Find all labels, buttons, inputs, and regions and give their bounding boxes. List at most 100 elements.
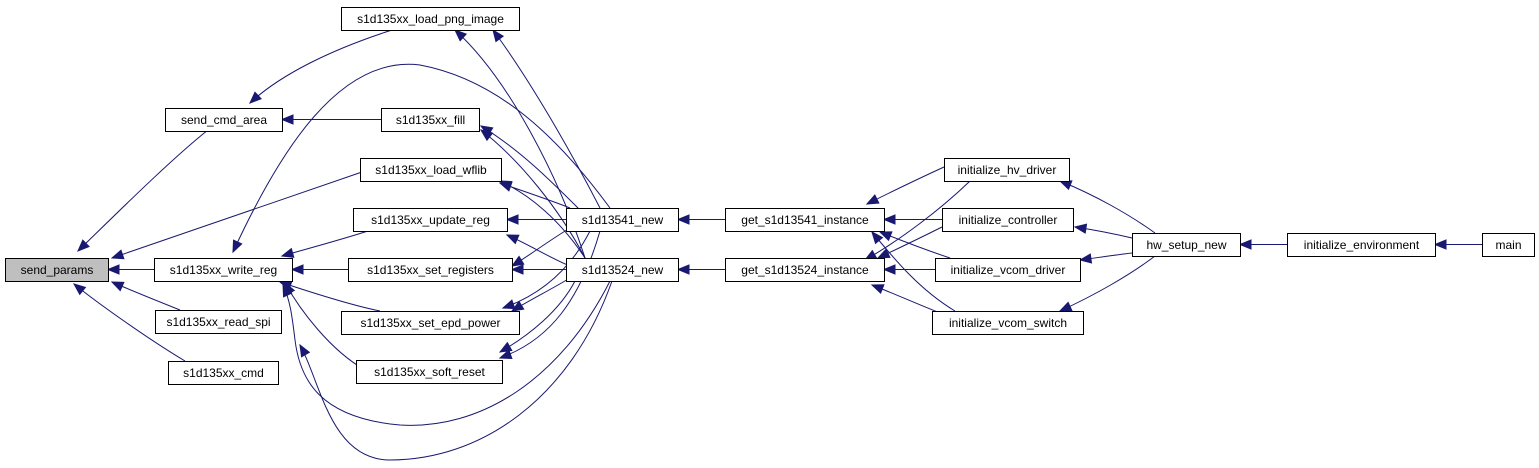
node-label: s1d135xx_write_reg [170, 263, 277, 277]
node-send-cmd-area[interactable]: send_cmd_area [165, 108, 283, 132]
edge-arrowhead [501, 299, 516, 310]
call-edge-s1d13524_new-to-s1d135xx_fill [480, 129, 586, 259]
node-s1d13541-new[interactable]: s1d13541_new [566, 208, 679, 232]
node-label: s1d135xx_cmd [183, 366, 264, 380]
edge-arrowhead [479, 129, 494, 142]
node-s1d135xx-fill[interactable]: s1d135xx_fill [381, 108, 480, 132]
edge-arrowhead [676, 264, 690, 275]
edge-arrowhead [498, 180, 513, 191]
edge-arrowhead [882, 264, 896, 275]
edge-arrowhead [498, 341, 513, 353]
node-label: s1d135xx_set_registers [367, 263, 494, 277]
node-box[interactable] [348, 258, 513, 282]
edge-arrowhead [510, 264, 524, 275]
edge-arrowhead [1073, 223, 1088, 234]
node-box[interactable] [566, 258, 679, 282]
call-edge-s1d13524_new-to-s1d135xx_read_spi [299, 280, 613, 461]
call-edge-s1d135xx_update_reg-to-s1d135xx_write_reg [281, 230, 369, 257]
node-box[interactable] [360, 158, 502, 182]
edge-arrowhead [676, 214, 690, 225]
node-label: initialize_controller [959, 213, 1058, 227]
node-label: get_s1d13541_instance [741, 213, 869, 227]
node-box[interactable] [341, 7, 520, 31]
node-box[interactable] [168, 361, 279, 385]
edge-arrowhead [282, 283, 293, 298]
node-box[interactable] [353, 208, 508, 232]
call-edge-send_cmd_area-to-send_params [77, 129, 209, 252]
node-box[interactable] [356, 360, 503, 384]
edge-arrowhead [882, 214, 896, 225]
edge-arrowhead [510, 255, 525, 267]
node-box[interactable] [942, 208, 1074, 232]
call-edge-s1d135xx_cmd-to-send_params [73, 283, 186, 362]
node-box[interactable] [381, 108, 480, 132]
node-s1d135xx-cmd[interactable]: s1d135xx_cmd [168, 361, 279, 385]
edge-arrowhead [492, 28, 505, 43]
node-label: initialize_vcom_driver [951, 263, 1066, 277]
node-get-s1d13541-instance[interactable]: get_s1d13541_instance [725, 208, 885, 232]
node-hw-setup-new[interactable]: hw_setup_new [1132, 233, 1241, 257]
node-box[interactable] [944, 158, 1070, 182]
call-edge-hw_setup_new-to-initialize_hv_driver [1059, 180, 1156, 234]
node-box[interactable] [566, 208, 679, 232]
node-s1d135xx-update-reg[interactable]: s1d135xx_update_reg [353, 208, 508, 232]
edge-arrowhead [878, 231, 893, 242]
edge-arrowhead [106, 264, 120, 275]
edge-arrowhead [249, 91, 262, 104]
node-initialize-vcom-driver[interactable]: initialize_vcom_driver [935, 258, 1081, 282]
node-s1d135xx-soft-reset[interactable]: s1d135xx_soft_reset [356, 360, 503, 384]
node-box[interactable] [932, 311, 1084, 335]
edge-arrowhead [110, 249, 125, 260]
call-edge-s1d135xx_set_epd_power-to-s1d135xx_write_reg [279, 281, 381, 312]
edge-arrowhead [870, 284, 885, 295]
node-box[interactable] [341, 311, 520, 335]
edge-arrowhead [510, 300, 525, 312]
edge-arrowhead [454, 29, 468, 42]
node-box[interactable] [725, 208, 885, 232]
node-s1d135xx-write-reg[interactable]: s1d135xx_write_reg [154, 258, 293, 282]
edge-arrowhead [1058, 180, 1073, 191]
node-s1d135xx-set-epd-power[interactable]: s1d135xx_set_epd_power [341, 311, 520, 335]
graph-edges [72, 28, 1482, 461]
node-s1d135xx-load-wflib[interactable]: s1d135xx_load_wflib [360, 158, 502, 182]
node-label: s1d135xx_load_wflib [375, 163, 487, 177]
call-edge-hw_setup_new-to-initialize_vcom_switch [1059, 255, 1156, 312]
node-label: s1d135xx_load_png_image [357, 12, 504, 26]
node-label: hw_setup_new [1146, 238, 1226, 252]
node-box[interactable] [1132, 233, 1241, 257]
call-edge-s1d13541_new-to-s1d135xx_load_png_image [492, 29, 601, 209]
call-edge-s1d13541_new-to-s1d135xx_soft_reset [499, 230, 601, 359]
edge-arrowhead [280, 114, 294, 125]
node-box[interactable] [935, 258, 1081, 282]
edge-arrowhead [77, 239, 90, 252]
edge-arrowhead [72, 283, 87, 296]
node-box[interactable] [725, 258, 885, 282]
node-s1d13524-new[interactable]: s1d13524_new [566, 258, 679, 282]
node-label: send_params [21, 263, 94, 277]
node-send-params[interactable]: send_params [5, 258, 109, 282]
node-s1d135xx-load-png-image[interactable]: s1d135xx_load_png_image [341, 7, 520, 31]
node-label: s1d13524_new [582, 263, 664, 277]
node-initialize-controller[interactable]: initialize_controller [942, 208, 1074, 232]
node-label: s1d135xx_read_spi [166, 315, 270, 329]
node-get-s1d13524-instance[interactable]: get_s1d13524_instance [725, 258, 885, 282]
node-initialize-vcom-switch[interactable]: initialize_vcom_switch [932, 311, 1084, 335]
node-label: initialize_hv_driver [958, 163, 1057, 177]
edge-arrowhead [299, 343, 311, 358]
node-box[interactable] [1482, 233, 1535, 257]
node-box[interactable] [155, 310, 282, 334]
node-initialize-environment[interactable]: initialize_environment [1287, 233, 1436, 257]
node-initialize-hv-driver[interactable]: initialize_hv_driver [944, 158, 1070, 182]
call-edge-s1d13524_new-to-s1d135xx_write_reg [282, 280, 611, 426]
edge-arrowhead [110, 281, 125, 292]
edge-arrowhead [1433, 239, 1447, 250]
node-box[interactable] [165, 108, 283, 132]
node-label: s1d135xx_set_epd_power [360, 316, 500, 330]
node-box[interactable] [5, 258, 109, 282]
node-s1d135xx-set-registers[interactable]: s1d135xx_set_registers [348, 258, 513, 282]
node-main[interactable]: main [1482, 233, 1535, 257]
node-box[interactable] [1287, 233, 1436, 257]
node-s1d135xx-read-spi[interactable]: s1d135xx_read_spi [155, 310, 282, 334]
node-label: initialize_environment [1304, 238, 1420, 252]
node-box[interactable] [154, 258, 293, 282]
